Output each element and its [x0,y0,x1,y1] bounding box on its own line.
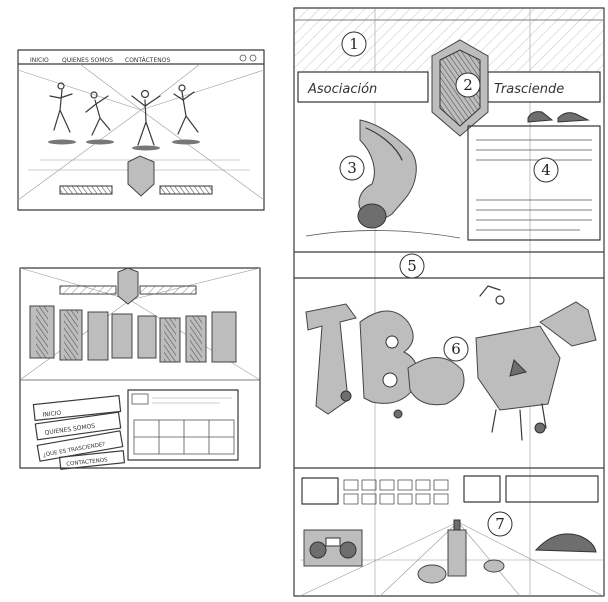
sketch3-cap-illustration [536,534,596,552]
sketch2-gallery-panels [30,306,236,362]
sketch3-boombox-illustration [304,530,362,566]
sketch1-bar-right [160,186,212,194]
sketch1-nav-contactenos[interactable]: CONTÁCTENOS [125,57,170,64]
sketch2-banner-left [60,286,116,294]
sketch2-side-menu: INICIO QUIENES SOMOS ¿QUE ES TRASCIENDE?… [33,396,124,470]
sketch1-icon-a[interactable] [240,55,246,61]
sketch-home-layout: INICIO QUIENES SOMOS CONTÁCTENOS [18,50,264,210]
sketch3-footer-box-right[interactable] [464,476,500,502]
sketch3-graffiti-illustration [306,286,596,440]
sketch3-footer-thumbnails [302,476,598,504]
sketch3-banner-left-text: Asociación [307,82,377,97]
sketch1-bar-left [60,186,112,194]
sketch-menu-layout: INICIO QUIENES SOMOS ¿QUE ES TRASCIENDE?… [20,268,260,469]
sketch1-shield-logo [128,156,154,196]
callout-4-label: 4 [541,161,551,179]
sketch3-footer-box-left[interactable] [302,478,338,504]
sketch1-nav-inicio[interactable]: INICIO [30,57,49,64]
callout-6-label: 6 [451,340,461,358]
sketch-full-page-layout: Asociación Trasciende [294,8,604,596]
sketch1-icon-b[interactable] [250,55,256,61]
sketch3-text-block [468,126,600,240]
sketch2-frame [20,268,260,468]
sketch3-banner-right-text: Trasciende [494,82,564,97]
callout-7-label: 7 [495,515,505,533]
sketch3-sneakers-illustration [528,112,588,122]
sketch1-shadows [48,140,200,151]
callout-1-label: 1 [349,35,359,53]
sketch2-banner-right [140,286,196,294]
callout-3-label: 3 [347,159,357,177]
callout-2-label: 2 [463,76,473,94]
sketch2-menu-inicio-label: INICIO [42,410,62,419]
sketch3-breakdancer-illustration [306,120,460,238]
sketch2-shield-logo [118,268,138,304]
sketch1-nav-quienes[interactable]: QUIENES SOMOS [62,57,113,64]
sketch2-menu-quienes-label: QUIENES SOMOS [44,423,96,437]
callout-5-label: 5 [407,257,417,275]
sketch2-content-panel [128,390,238,460]
